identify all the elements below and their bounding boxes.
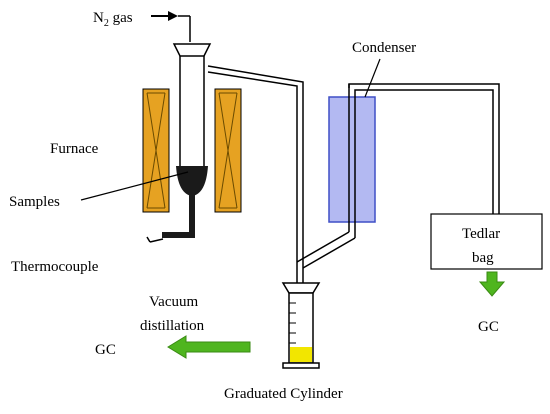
furnace-right bbox=[214, 88, 242, 213]
tedlar-bag bbox=[430, 213, 543, 270]
tedlar-label-line2: bag bbox=[472, 250, 494, 266]
gc-left-label: GC bbox=[95, 342, 116, 358]
samples-label: Samples bbox=[9, 194, 60, 210]
condenser-label: Condenser bbox=[352, 40, 416, 56]
n2-gas-label: N2 gas bbox=[93, 10, 133, 29]
vacuum-label-line1: Vacuum bbox=[149, 294, 198, 310]
condenser bbox=[328, 83, 500, 238]
tedlar-label-line1: Tedlar bbox=[462, 226, 500, 242]
thermocouple-wire bbox=[146, 236, 164, 243]
condenser-pointer-line bbox=[364, 58, 381, 98]
graduated-cylinder bbox=[281, 282, 321, 369]
condenser-drain-tube bbox=[296, 231, 356, 269]
thermocouple-label: Thermocouple bbox=[11, 259, 99, 275]
tedlar-to-gc-arrow bbox=[478, 271, 506, 297]
furnace-left bbox=[142, 88, 170, 213]
n2-inlet-arrow bbox=[151, 11, 191, 42]
reactor-tube bbox=[172, 43, 212, 170]
gc-right-label: GC bbox=[478, 319, 499, 335]
vacuum-label-line2: distillation bbox=[140, 318, 205, 334]
cylinder-to-gc-arrow bbox=[167, 335, 251, 359]
outlet-tube bbox=[207, 65, 304, 292]
samples-pointer-line bbox=[80, 171, 189, 201]
graduated-cylinder-label: Graduated Cylinder bbox=[224, 386, 343, 402]
furnace-label: Furnace bbox=[50, 141, 99, 157]
